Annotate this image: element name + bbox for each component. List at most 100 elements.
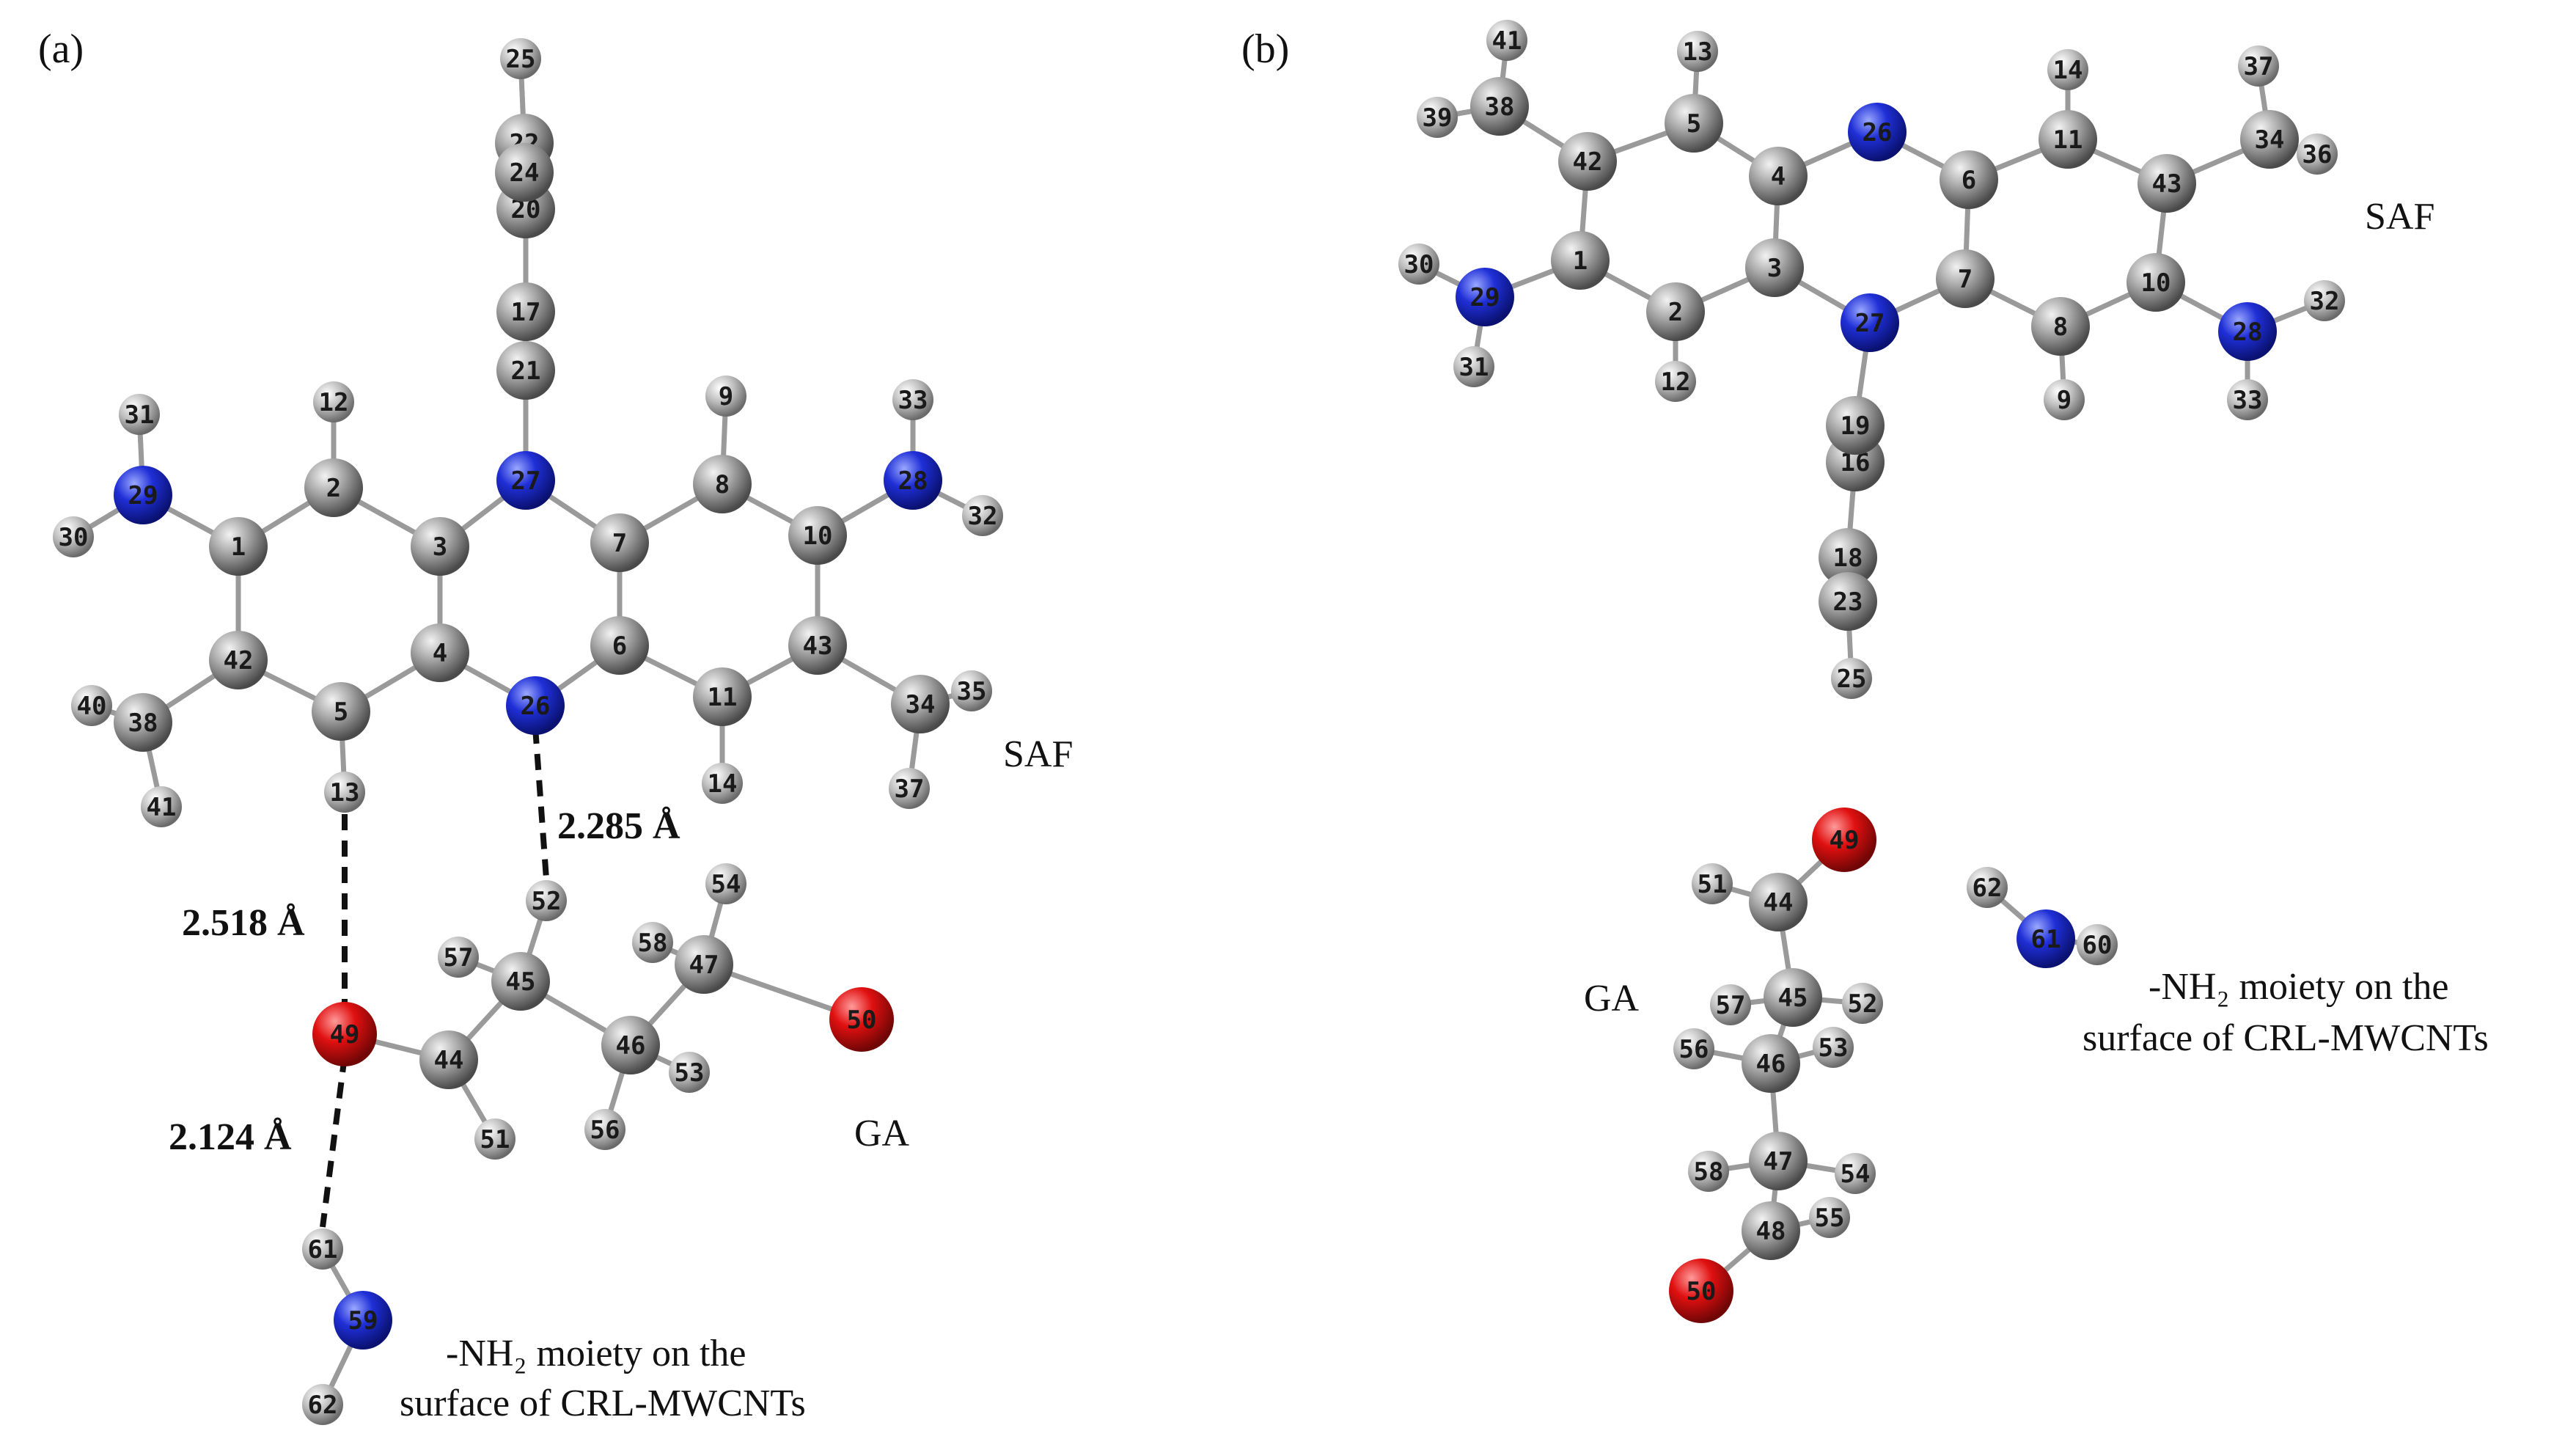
panel-a-atom-25: 25 bbox=[500, 38, 541, 79]
panel-b-atom-number-56: 56 bbox=[1679, 1035, 1709, 1064]
panel-b-atom-31: 31 bbox=[1453, 346, 1494, 387]
panel-b-atom-sphere-42 bbox=[1558, 132, 1617, 191]
panel-a-atom-11: 11 bbox=[693, 667, 752, 726]
panel-b-atom-number-4: 4 bbox=[1771, 162, 1786, 191]
panel-a-atom-sphere-52 bbox=[526, 880, 567, 921]
panel-b-atom-number-45: 45 bbox=[1778, 984, 1808, 1013]
panel-a-atom-number-3: 3 bbox=[433, 532, 447, 562]
panel-a-atom-sphere-37 bbox=[889, 768, 930, 809]
panel-b-atom-54: 54 bbox=[1835, 1153, 1876, 1194]
panel-a-atom-sphere-30 bbox=[53, 516, 94, 557]
panel-a-atom-number-40: 40 bbox=[77, 692, 107, 721]
panel-b-atom-sphere-23 bbox=[1819, 572, 1877, 631]
panel-a-atom-number-26: 26 bbox=[521, 692, 551, 721]
panel-b-atom-number-54: 54 bbox=[1841, 1160, 1871, 1189]
panel-b-atom-4: 4 bbox=[1749, 147, 1808, 205]
panel-a-atom-number-14: 14 bbox=[708, 769, 738, 799]
panel-b-atom-51: 51 bbox=[1692, 863, 1733, 904]
panel-a-atom-51: 51 bbox=[474, 1118, 515, 1160]
panel-b-atom-number-18: 18 bbox=[1833, 543, 1863, 573]
panel-b-nh2-label-line1: -NH₂ moiety on the bbox=[2148, 966, 2449, 1008]
panel-b-atom-number-38: 38 bbox=[1485, 92, 1515, 122]
panel-b-atom-7: 7 bbox=[1936, 249, 1995, 308]
panel-b-atom-37: 37 bbox=[2238, 45, 2279, 87]
panel-b-atom-number-31: 31 bbox=[1459, 353, 1489, 382]
panel-a-atom-number-61: 61 bbox=[308, 1235, 338, 1264]
panel-b-atom-53: 53 bbox=[1813, 1027, 1854, 1068]
panel-a-atom-number-34: 34 bbox=[906, 690, 936, 719]
panel-b-atom-18: 18 bbox=[1819, 528, 1877, 587]
panel-a-atom-number-17: 17 bbox=[511, 298, 541, 327]
panel-b-atom-12: 12 bbox=[1655, 361, 1696, 402]
panel-a-atom-sphere-47 bbox=[675, 935, 733, 994]
panel-a-atom-sphere-38 bbox=[114, 693, 172, 752]
panel-a-atom-sphere-56 bbox=[584, 1109, 625, 1150]
panel-b-atom-number-41: 41 bbox=[1492, 26, 1522, 56]
panel-a-atom-sphere-45 bbox=[491, 952, 550, 1011]
panel-a-atom-number-47: 47 bbox=[689, 951, 719, 980]
panel-a-atom-sphere-9 bbox=[705, 376, 746, 417]
panel-b-atom-57: 57 bbox=[1710, 984, 1751, 1025]
panel-b-atom-number-25: 25 bbox=[1837, 664, 1867, 694]
panel-a-distance-2: 2.285 Å bbox=[557, 805, 680, 847]
panel-b-atom-sphere-44 bbox=[1749, 873, 1808, 931]
panel-a-atom-54: 54 bbox=[705, 863, 746, 904]
panel-b-atom-sphere-61 bbox=[2017, 909, 2075, 968]
panel-b-atom-50: 50 bbox=[1669, 1259, 1733, 1323]
panel-a-atom-53: 53 bbox=[669, 1052, 710, 1093]
panel-a-atom-number-57: 57 bbox=[444, 943, 474, 973]
panel-a-nh2-label-line2: surface of CRL-MWCNTs bbox=[400, 1383, 806, 1424]
panel-b-atom-number-7: 7 bbox=[1958, 265, 1973, 294]
panel-b-atom-number-34: 34 bbox=[2255, 125, 2285, 155]
panel-b-nh2-label-line2: surface of CRL-MWCNTs bbox=[2083, 1017, 2489, 1059]
panel-b-atom-sphere-14 bbox=[2047, 49, 2088, 90]
panel-a-atom-number-45: 45 bbox=[506, 967, 536, 997]
panel-a-atom-sphere-8 bbox=[693, 455, 752, 513]
panel-b-atom-number-32: 32 bbox=[2310, 287, 2340, 316]
panel-b-atom-sphere-34 bbox=[2240, 110, 2299, 169]
panel-a-atom-number-44: 44 bbox=[434, 1046, 464, 1075]
panel-b-atom-sphere-26 bbox=[1848, 103, 1907, 161]
panel-a-label: (a) bbox=[38, 26, 84, 72]
panel-a-atom-9: 9 bbox=[705, 376, 746, 417]
panel-b-atom-55: 55 bbox=[1809, 1197, 1850, 1238]
panel-a-atom-number-31: 31 bbox=[125, 400, 155, 430]
panel-b-atom-sphere-43 bbox=[2138, 154, 2196, 213]
panel-b-atom-sphere-13 bbox=[1677, 31, 1718, 72]
panel-a-atom-number-2: 2 bbox=[326, 474, 341, 503]
panel-b-atom-number-13: 13 bbox=[1683, 37, 1713, 67]
panel-b-atom-number-1: 1 bbox=[1573, 246, 1588, 276]
panel-a-atom-26: 26 bbox=[506, 676, 565, 735]
panel-b-atom-number-37: 37 bbox=[2244, 52, 2274, 81]
panel-a-atom-sphere-6 bbox=[590, 616, 649, 675]
panel-a-atom-number-30: 30 bbox=[59, 523, 89, 552]
panel-a-atom-number-50: 50 bbox=[847, 1006, 877, 1035]
panel-a-atom-52: 52 bbox=[526, 880, 567, 921]
panel-b-atom-number-48: 48 bbox=[1756, 1217, 1786, 1246]
panel-a-atom-sphere-28 bbox=[884, 451, 942, 510]
panel-a-atom-number-12: 12 bbox=[319, 388, 349, 417]
panel-a-atom-number-58: 58 bbox=[638, 929, 668, 958]
panel-a-atom-56: 56 bbox=[584, 1109, 625, 1150]
panel-a-atom-sphere-27 bbox=[496, 451, 555, 510]
panel-b-atom-sphere-25 bbox=[1831, 658, 1872, 699]
panel-b-atom-sphere-54 bbox=[1835, 1153, 1876, 1194]
panel-b-atom-sphere-32 bbox=[2304, 280, 2345, 321]
panel-a-atom-12: 12 bbox=[313, 381, 354, 422]
panel-a-atom-number-35: 35 bbox=[957, 677, 987, 706]
panel-b-atom-number-52: 52 bbox=[1848, 989, 1878, 1019]
panel-a-atom-sphere-17 bbox=[496, 282, 555, 341]
panel-b-atom-sphere-36 bbox=[2297, 133, 2338, 175]
panel-a-atom-sphere-3 bbox=[411, 517, 469, 576]
panel-a-atom-number-32: 32 bbox=[968, 502, 998, 531]
panel-b-atom-number-28: 28 bbox=[2233, 318, 2263, 347]
panel-a-atom-46: 46 bbox=[601, 1016, 660, 1074]
panel-a-atom-number-29: 29 bbox=[128, 481, 158, 510]
panel-a-atom-number-5: 5 bbox=[334, 697, 348, 727]
panel-a-atom-sphere-51 bbox=[474, 1118, 515, 1160]
panel-a-atom-sphere-62 bbox=[302, 1384, 343, 1425]
panel-a-atom-61: 61 bbox=[302, 1229, 343, 1270]
panel-b-atom-61: 61 bbox=[2017, 909, 2075, 968]
panel-b-atom-62: 62 bbox=[1967, 867, 2008, 908]
